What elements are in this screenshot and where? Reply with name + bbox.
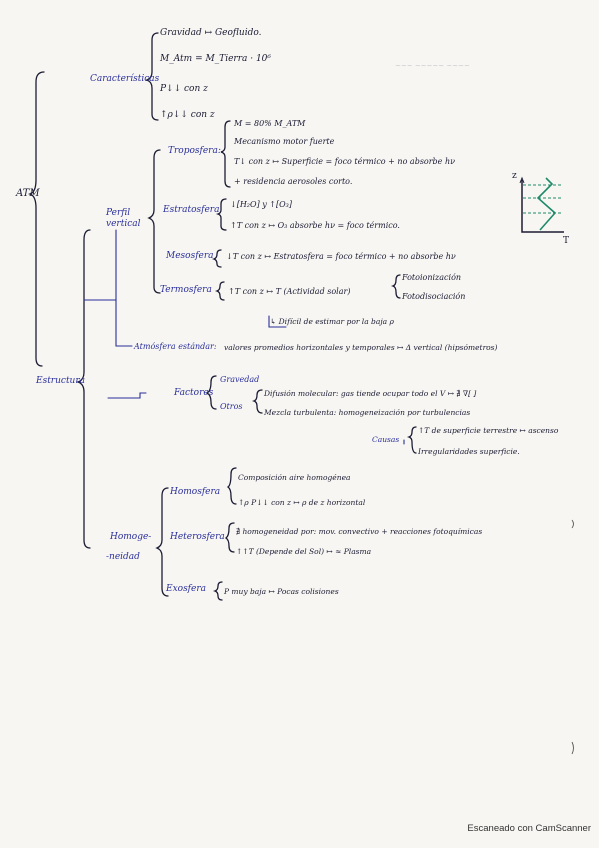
termosfera-sub-item: Fotoionización — [402, 273, 462, 282]
troposfera-item: T↓ con z ↦ Superficie = foco térmico + n… — [234, 157, 455, 166]
caracteristicas-heading: Características — [90, 74, 160, 84]
causas-item: ↑T de superficie terrestre ↦ ascenso — [418, 426, 559, 435]
termosfera-text: ↑T con z ↦ T (Actividad solar) — [228, 287, 351, 296]
troposfera-heading: Troposfera: — [168, 146, 221, 156]
perfil-vertical-heading: Perfil vertical — [106, 208, 141, 229]
homogeneidad-brace — [155, 487, 169, 597]
otros-item: Mezcla turbulenta: homogeneización por t… — [264, 408, 471, 417]
perfil-brace — [147, 149, 161, 294]
exosfera-brace — [212, 581, 223, 601]
homogeneidad-heading-line: -neidad — [106, 552, 140, 562]
atm-estandar-connector — [115, 299, 133, 347]
factores-brace — [205, 375, 217, 410]
atm-brace — [27, 71, 45, 367]
homosfera-item: ↑ρ P↓↓ con z ↦ ρ de z horizontal — [238, 498, 366, 507]
factores-heading: Factores — [174, 388, 214, 398]
caracteristicas-item: M_Atm = M_Tierra · 10⁶ — [160, 54, 272, 64]
troposfera-item: M = 80% M_ATM — [234, 119, 306, 128]
bleed-through-mark: ~~~ ~~~~~ ~~~~ — [395, 62, 470, 70]
exosfera-heading: Exosfera — [166, 584, 207, 594]
termosfera-heading: Termosfera — [160, 285, 212, 295]
caracteristicas-brace — [145, 32, 159, 121]
homosfera-heading: Homosfera — [170, 487, 221, 497]
exosfera-text: P muy baja ↦ Pocas colisiones — [224, 587, 339, 596]
termosfera-note-hook — [268, 315, 287, 328]
mesosfera-text: ↓T con z ↦ Estratosfera = foco térmico +… — [226, 252, 456, 261]
caracteristicas-item: Gravidad ↦ Geofluido. — [160, 28, 262, 38]
temperature-profile-figure — [519, 176, 564, 233]
termosfera-sub-brace — [390, 274, 401, 299]
otros-brace — [251, 389, 263, 414]
causas-item: Irregularidades superficie. — [418, 447, 520, 456]
mesosfera-brace — [211, 249, 222, 268]
figure-axis-z: z — [512, 171, 517, 181]
caracteristicas-item: ↑ρ↓↓ con z — [160, 110, 215, 120]
figure-axis-t: T — [563, 236, 570, 246]
troposfera-brace — [220, 120, 231, 188]
scanner-watermark: Escaneado con CamScanner — [467, 823, 591, 834]
heterosfera-heading: Heterosfera — [170, 532, 225, 542]
margin-mark — [571, 519, 574, 529]
termosfera-note: ↳ Difícil de estimar por la baja ρ — [270, 317, 394, 326]
perfil-connector — [83, 229, 117, 301]
troposfera-item: Mecanismo motor fuerte — [234, 137, 335, 146]
factores-connector — [107, 392, 147, 399]
atmosfera-estandar-text: valores promedios horizontales y tempora… — [224, 343, 498, 352]
causas-brace — [406, 426, 417, 454]
estratosfera-heading: Estratosfera — [163, 205, 220, 215]
estructura-brace — [75, 229, 91, 549]
heterosfera-brace — [224, 522, 235, 553]
heterosfera-item: ↑↑T (Depende del Sol) ↦ ≈ Plasma — [236, 547, 372, 556]
atmosfera-estandar-heading: Atmósfera estándar: — [134, 342, 217, 351]
homogeneidad-heading-line: Homoge- — [110, 532, 152, 542]
heterosfera-item: ∄ homogeneidad por: mov. convectivo + re… — [236, 527, 483, 536]
mesosfera-heading: Mesosfera — [166, 251, 214, 261]
factores-item: Otros — [220, 402, 243, 411]
termosfera-sub-item: Fotodisociación — [402, 292, 466, 301]
causas-heading: Causas — [372, 435, 400, 444]
estratosfera-brace — [215, 198, 227, 231]
homosfera-item: Composición aire homogénea — [238, 473, 351, 482]
factores-item: Gravedad — [220, 375, 260, 384]
estructura-heading: Estructura — [36, 376, 86, 386]
troposfera-item: + residencia aerosoles corto. — [234, 177, 353, 186]
estratosfera-item: ↑T con z ↦ O₃ absorbe hν = foco térmico. — [230, 221, 400, 230]
margin-mark — [571, 741, 574, 755]
caracteristicas-item: P↓↓ con z — [160, 84, 208, 94]
otros-item: Difusión molecular: gas tiende ocupar to… — [264, 389, 477, 398]
termosfera-brace — [214, 281, 225, 301]
homosfera-brace — [226, 467, 237, 505]
estratosfera-item: ↓[H₂O] y ↑[O₃] — [230, 200, 293, 209]
root-label: ATM — [16, 188, 40, 199]
